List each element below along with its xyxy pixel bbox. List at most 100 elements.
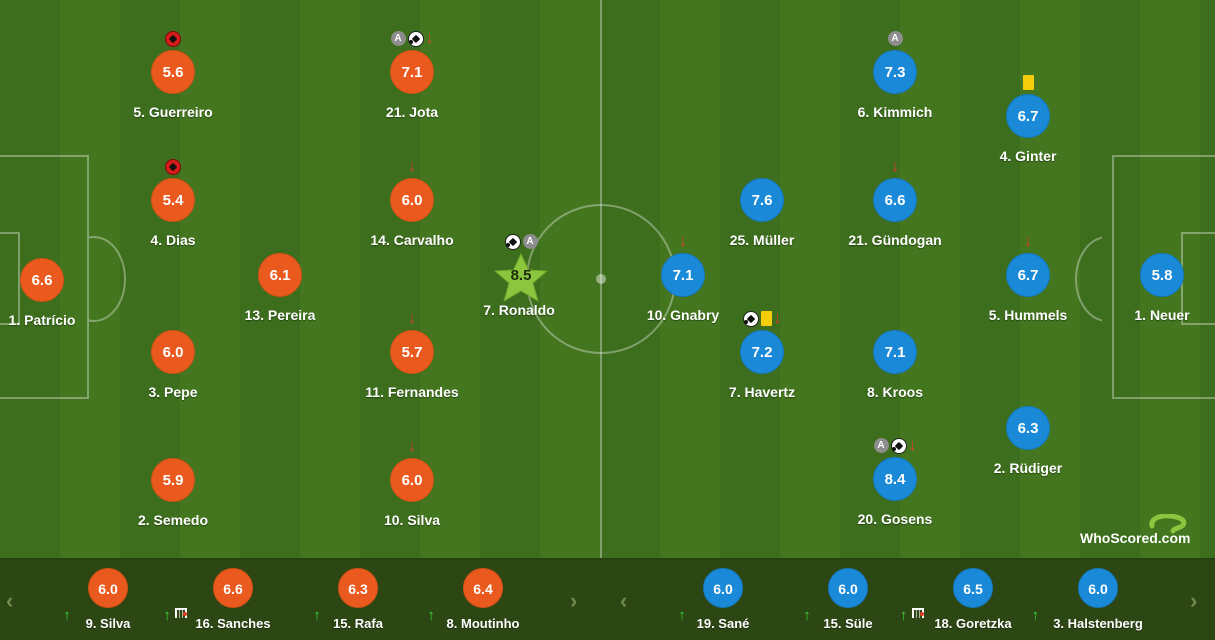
player-rating: 7.2 [740, 330, 784, 374]
player-rating: 6.1 [258, 253, 302, 297]
player-event-icons: A↓ [347, 30, 477, 48]
brand-text: WhoScored.com [1080, 530, 1191, 546]
substitute-rating: 6.0 [703, 568, 743, 608]
substitute-rating: 6.0 [1078, 568, 1118, 608]
player-name: 4. Ginter [999, 148, 1057, 164]
assist-icon: A [390, 31, 406, 47]
man-of-the-match[interactable]: A 8.5 [490, 233, 552, 303]
sub-in-arrow-icon: ↑ [1031, 607, 1040, 624]
star-player-icons: A [490, 233, 552, 251]
sub-in-arrow-icon: ↑ [63, 607, 71, 624]
chevron-left-icon[interactable]: ‹ [6, 588, 14, 613]
substitute-name: 3. Halstenberg [1053, 616, 1143, 631]
sub-out-arrow-icon: ↓ [773, 309, 782, 327]
player-name: 2. Rüdiger [993, 460, 1063, 476]
player-name: 1. Patrício [8, 312, 76, 328]
star-player-name-wrap: 7. Ronaldo [454, 302, 584, 318]
substitute-name: 16. Sanches [195, 616, 271, 631]
player-name: 14. Carvalho [370, 232, 454, 248]
player-event-icons: ↓ [697, 310, 827, 328]
player-event-icons [108, 158, 238, 176]
home-player[interactable]: 6.1 13. Pereira [215, 253, 345, 323]
goal-icon [742, 310, 759, 327]
substitute-name: 18. Goretzka [934, 616, 1012, 631]
sub-out-arrow-icon: ↓ [1024, 232, 1032, 250]
star-player-rating: 8.5 [510, 267, 532, 284]
player-name: 1. Neuer [1134, 307, 1190, 323]
chevron-right-icon[interactable]: › [1190, 588, 1198, 613]
sub-out-arrow-icon: ↓ [908, 436, 917, 454]
player-name: 20. Gosens [857, 511, 933, 527]
player-name: 7. Havertz [728, 384, 796, 400]
player-name: 2. Semedo [137, 512, 209, 528]
sub-out-arrow-icon: ↓ [425, 29, 434, 47]
player-event-icons [830, 310, 960, 328]
player-event-icons [963, 74, 1093, 92]
player-name: 5. Guerreiro [133, 104, 213, 120]
away-player[interactable]: 5.8 1. Neuer [1097, 253, 1215, 323]
chevron-left-icon[interactable]: ‹ [620, 588, 628, 613]
home-player[interactable]: 6.0 3. Pepe [108, 330, 238, 400]
sub-in-arrow-icon: ↑ [678, 607, 686, 624]
away-substitute[interactable]: 6.0 19. Sané ↑ [668, 568, 778, 631]
player-rating: 7.1 [390, 50, 434, 94]
player-event-icons: ↓ [347, 438, 477, 456]
player-name: 21. Gündogan [848, 232, 942, 248]
away-substitute[interactable]: 6.0 3. Halstenberg ↑ [1032, 568, 1153, 631]
player-event-icons [108, 30, 238, 48]
assist-icon: A [873, 438, 889, 454]
own-goal-icon [165, 158, 181, 175]
away-player[interactable]: ↓ 7.2 7. Havertz [697, 310, 827, 400]
player-event-icons: ↓ [618, 233, 748, 251]
yellow-card-icon [760, 311, 772, 327]
player-rating: 6.7 [1006, 94, 1050, 138]
substitute-rating: 6.4 [463, 568, 503, 608]
player-rating: 7.1 [661, 253, 705, 297]
player-name: 25. Müller [729, 232, 795, 248]
player-name: 3. Pepe [148, 384, 198, 400]
player-name: 13. Pereira [244, 307, 316, 323]
substitute-rating: 6.0 [828, 568, 868, 608]
whoscored-logo: WhoScored.com [1080, 514, 1210, 554]
star-player-name: 7. Ronaldo [483, 302, 555, 318]
player-rating: 7.3 [873, 50, 917, 94]
away-player[interactable]: ↓ 6.6 21. Gündogan [830, 158, 960, 248]
sub-in-arrow-icon: ↑ [163, 607, 171, 624]
player-rating: 6.0 [151, 330, 195, 374]
player-rating: 5.8 [1140, 253, 1184, 297]
player-name: 11. Fernandes [365, 384, 459, 400]
player-event-icons: ↓ [830, 158, 960, 176]
substitute-name: 9. Silva [85, 616, 131, 631]
player-rating: 6.6 [873, 178, 917, 222]
substitute-name: 8. Moutinho [446, 616, 520, 631]
substitute-name: 19. Sané [696, 616, 750, 631]
player-event-icons [0, 238, 107, 256]
player-event-icons [1097, 233, 1215, 251]
yellow-card-icon [1022, 75, 1034, 91]
chevron-right-icon[interactable]: › [570, 588, 578, 613]
away-player[interactable]: 6.7 4. Ginter [963, 75, 1093, 164]
